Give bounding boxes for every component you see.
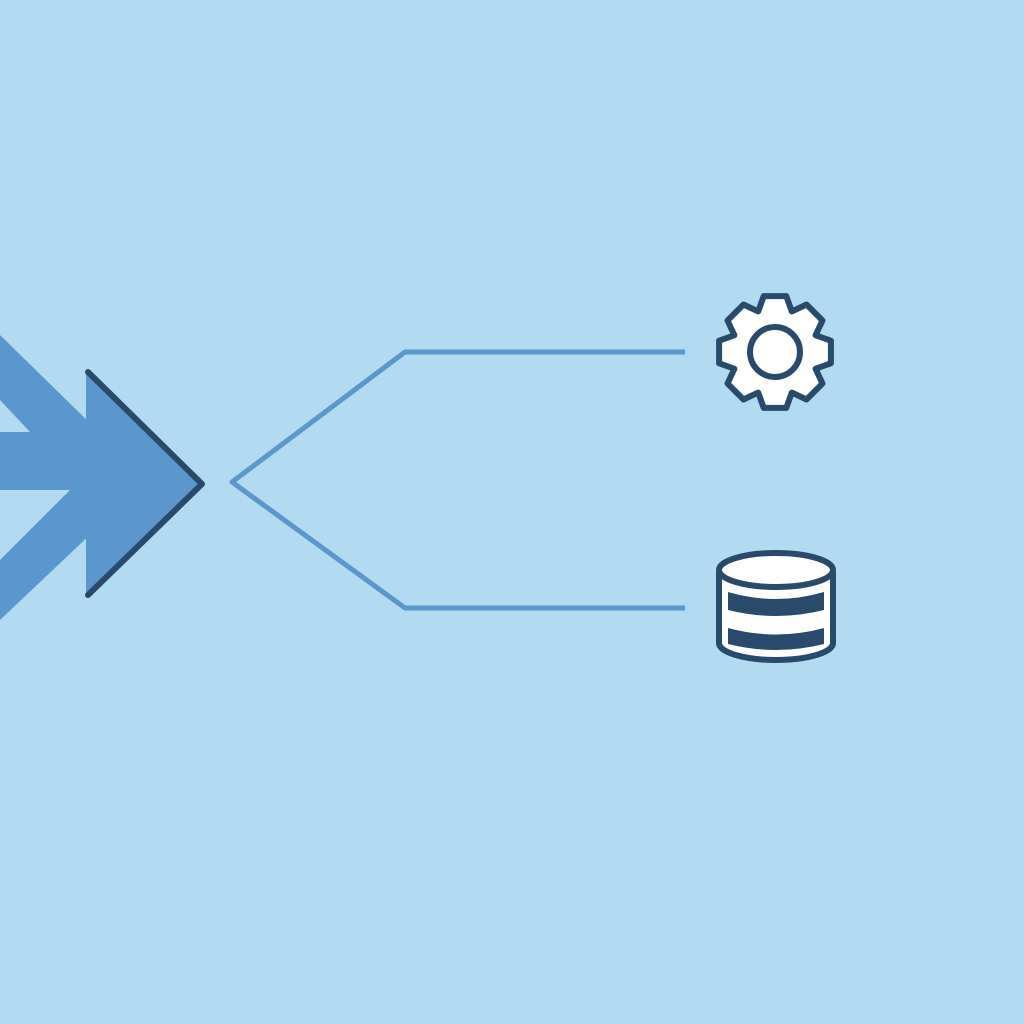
branch-connector: [229, 349, 685, 611]
arrow-shaft: [0, 432, 95, 490]
arrow-head: [86, 370, 203, 597]
database-stripe-2: [728, 628, 824, 650]
database-top: [716, 550, 836, 590]
database-icon: [716, 550, 836, 663]
gear-icon: [716, 293, 834, 411]
arrow-head-edge: [85, 369, 205, 598]
double-arrow-icon: [0, 335, 205, 620]
database-stripe-1: [728, 592, 824, 616]
arrow-lower-band: [0, 490, 95, 620]
gear-body: [716, 293, 834, 411]
gear-hole: [747, 324, 803, 380]
